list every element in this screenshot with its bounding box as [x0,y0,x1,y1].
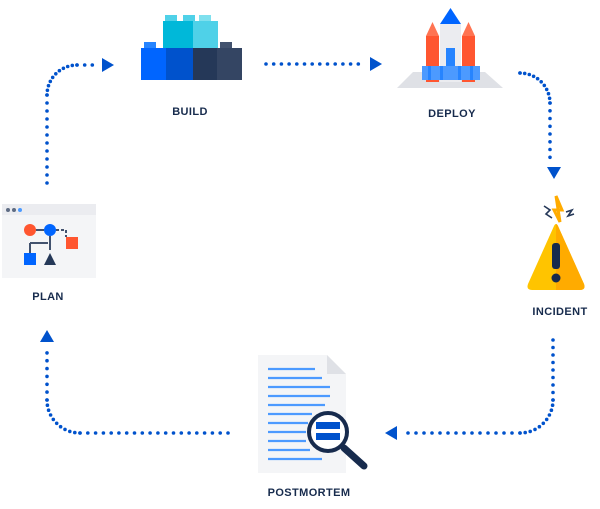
stage-label-plan: PLAN [32,291,64,303]
rocket-icon [397,8,503,88]
arrow-build-to-deploy [264,57,382,71]
stage-label-postmortem: POSTMORTEM [267,487,351,499]
warning-icon [527,195,585,290]
stage-label-incident: INCIDENT [532,306,588,318]
flowchart-icon [2,204,96,278]
arrow-incident-to-postmortem [385,338,555,440]
arrow-plan-to-build [45,58,114,185]
arrow-postmortem-to-plan [40,330,230,435]
arrow-deploy-to-incident [518,71,561,179]
document-magnifier-icon [258,355,368,473]
stage-label-deploy: DEPLOY [428,108,476,120]
building-blocks-icon [141,15,242,80]
stage-label-build: BUILD [172,106,208,118]
